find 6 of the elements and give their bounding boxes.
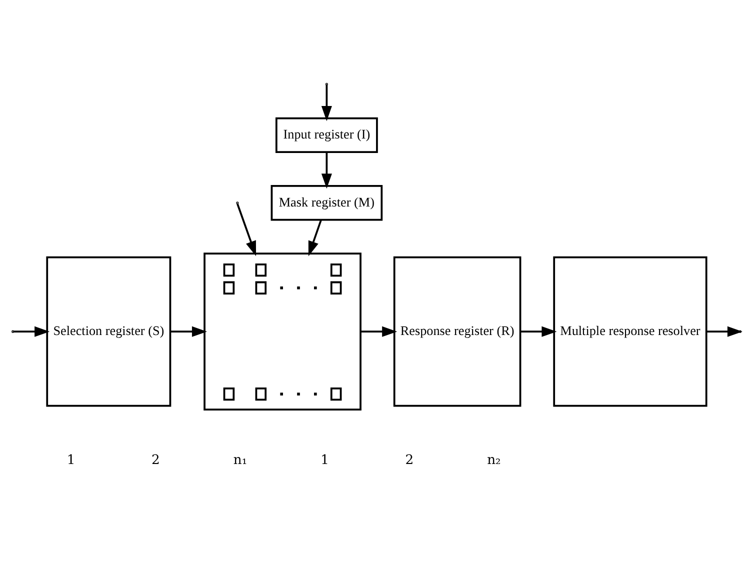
label: 1 xyxy=(66,452,76,468)
label: 2 xyxy=(405,452,414,468)
label: n₂ xyxy=(487,452,501,468)
label: 2 xyxy=(151,452,160,468)
label: 1 xyxy=(320,452,330,468)
label: n₁ xyxy=(233,452,248,468)
